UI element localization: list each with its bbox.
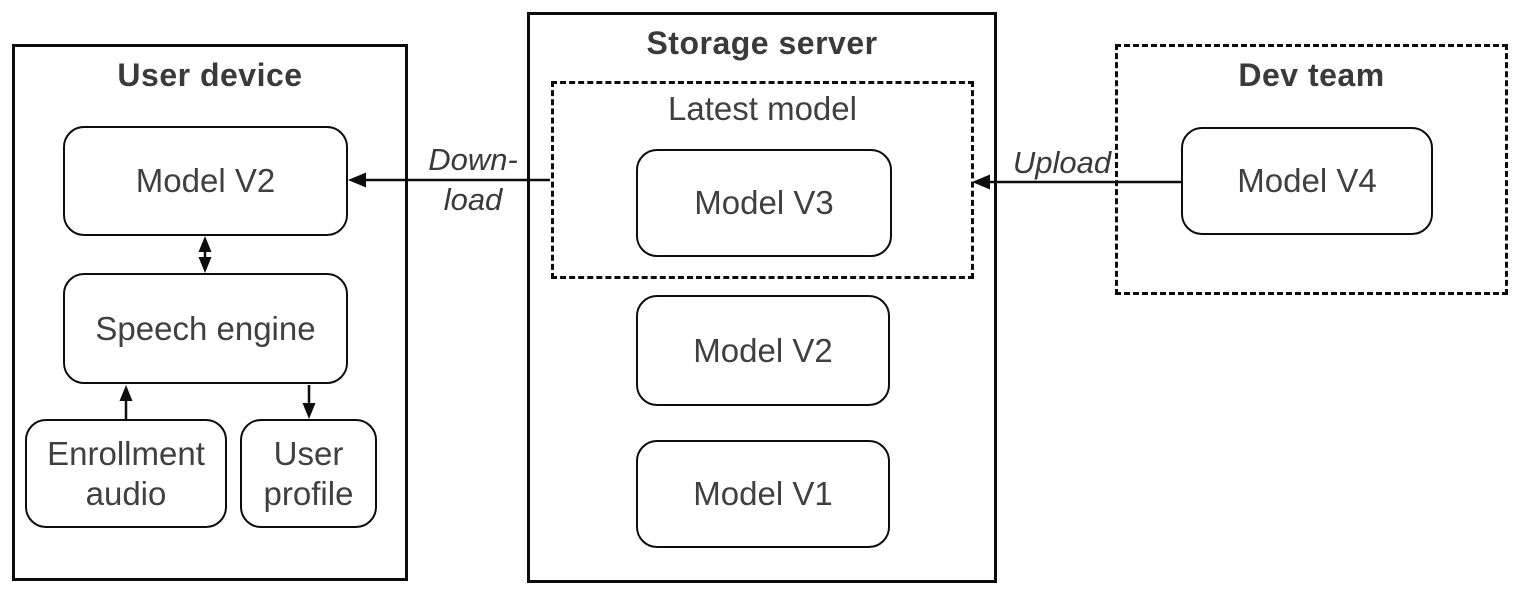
upload-label-text: Upload [1012,145,1112,180]
node-speech-engine-label: Speech engine [95,309,316,347]
dev-team-group: Dev team Model V4 [1115,44,1508,295]
node-model-v2-device: Model V2 [63,126,348,236]
download-label-line2: load [443,182,503,217]
node-model-v3: Model V3 [636,149,892,257]
latest-model-label: Latest model [668,90,857,127]
dev-team-title: Dev team [1238,57,1385,93]
storage-server-title: Storage server [646,25,878,61]
latest-model-zone: Latest model Model V3 [551,81,974,279]
node-model-v4-label: Model V4 [1237,162,1377,199]
storage-server-group: Storage server Latest model Model V3 Mod… [527,12,997,583]
node-enrollment-audio-label: Enrollment audio [47,434,205,512]
node-speech-engine: Speech engine [63,273,348,384]
user-device-group: User device Model V2 Speech engine Enrol… [12,44,408,581]
node-model-v3-label: Model V3 [694,184,834,221]
node-model-v2-storage: Model V2 [636,295,890,406]
node-model-v4: Model V4 [1181,127,1433,235]
node-model-v2-storage-label: Model V2 [693,331,833,369]
download-label-line1: Down- [428,142,518,177]
node-user-profile-label: User profile [263,434,354,512]
node-model-v1: Model V1 [636,440,890,548]
node-enrollment-audio: Enrollment audio [25,419,227,528]
upload-edge-label: Upload [988,143,1136,183]
user-device-title: User device [117,57,303,93]
node-user-profile: User profile [240,419,377,528]
download-edge-label: Down- load [398,140,548,220]
node-model-v2-device-label: Model V2 [135,162,276,199]
node-model-v1-label: Model V1 [693,475,833,512]
